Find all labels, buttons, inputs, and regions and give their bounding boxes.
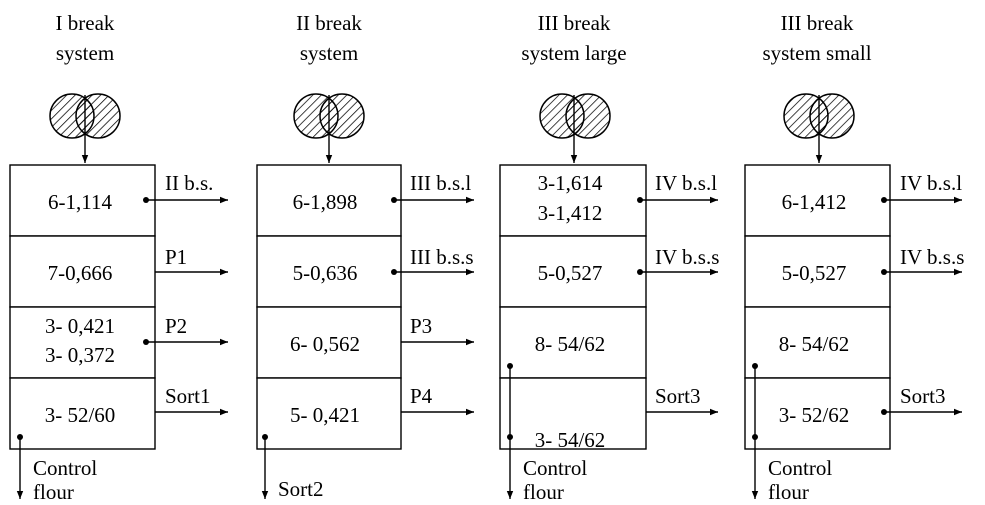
roller-pair-icon (783, 93, 855, 139)
outlet-label: Sort1 (165, 384, 211, 408)
system-4: III break system small 6-1,412 5-0,527 8… (744, 11, 964, 504)
cell-2-value: 5-0,636 (293, 261, 358, 285)
sieve-cell-2 (9, 235, 156, 308)
sieve-cell-2 (744, 235, 891, 308)
cell-1-value: 6-1,114 (48, 190, 112, 214)
system-3-title-line2: system large (521, 41, 626, 65)
cell-4-value: 5- 0,421 (290, 403, 360, 427)
roller-pair-icon (49, 93, 121, 139)
cell-3-value-line2: 3- 0,372 (45, 343, 115, 367)
cell-1-value-line1: 3-1,614 (538, 171, 603, 195)
bottom-label-line1: Control (768, 456, 832, 480)
outlet-label: P4 (410, 384, 433, 408)
cell-4-value: 3- 54/62 (535, 428, 606, 452)
sieve-cell-2 (499, 235, 647, 308)
cell-1-value: 6-1,412 (782, 190, 847, 214)
system-1-title-line1: I break (56, 11, 115, 35)
cell-4-value: 3- 52/62 (779, 403, 850, 427)
cell-3-value: 6- 0,562 (290, 332, 360, 356)
cell-2-value: 5-0,527 (538, 261, 603, 285)
sieve-cell-3 (744, 306, 891, 379)
roller-pair-icon (293, 93, 365, 139)
outlet-label: II b.s. (165, 171, 213, 195)
outlet-label: P2 (165, 314, 187, 338)
sieve-cell-3 (9, 306, 156, 379)
cell-3-value: 8- 54/62 (779, 332, 850, 356)
cell-4-value: 3- 52/60 (45, 403, 116, 427)
system-2-title-line1: II break (296, 11, 362, 35)
system-4-title-line2: system small (762, 41, 871, 65)
sieve-stack (499, 164, 647, 450)
system-1: I break system 6-1,114 7-0,666 3- 0,421 … (9, 11, 228, 504)
sieve-stack (744, 164, 891, 450)
outlet-label: P1 (165, 245, 187, 269)
outlet-label: IV b.s.s (655, 245, 719, 269)
cell-1-value: 6-1,898 (293, 190, 358, 214)
outlet-label: Sort3 (900, 384, 946, 408)
sieve-cell-4 (9, 377, 156, 450)
sieve-stack (9, 164, 156, 450)
outlet-label: P3 (410, 314, 432, 338)
sieve-cell-4 (499, 377, 647, 450)
sieve-stack (256, 164, 402, 450)
bottom-label-line2: flour (768, 480, 809, 504)
outlet-label: Sort3 (655, 384, 701, 408)
sieve-cell-2 (256, 235, 402, 308)
cell-1-value-line2: 3-1,412 (538, 201, 603, 225)
system-3: III break system large 3-1,614 3-1,412 5… (499, 11, 719, 504)
sieve-cell-3 (499, 306, 647, 379)
roller-pair-icon (539, 93, 611, 139)
bottom-label-line2: flour (33, 480, 74, 504)
outlet-label: IV b.s.s (900, 245, 964, 269)
outlet-label: III b.s.l (410, 171, 471, 195)
cell-3-value-line1: 3- 0,421 (45, 314, 115, 338)
sieve-cell-4 (256, 377, 402, 450)
sieve-cell-4 (744, 377, 891, 450)
system-4-title-line1: III break (781, 11, 854, 35)
cell-2-value: 5-0,527 (782, 261, 847, 285)
system-3-title-line1: III break (538, 11, 611, 35)
bottom-label-line1: Control (523, 456, 587, 480)
outlet-label: IV b.s.l (900, 171, 962, 195)
system-2: II break system 6-1,898 5-0,636 6- 0,562… (256, 11, 474, 501)
outlet-label: III b.s.s (410, 245, 474, 269)
sieve-cell-3 (256, 306, 402, 379)
outlet-label: IV b.s.l (655, 171, 717, 195)
cell-3-value: 8- 54/62 (535, 332, 606, 356)
bottom-label-line2: flour (523, 480, 564, 504)
bottom-label-line1: Sort2 (278, 477, 324, 501)
system-1-title-line2: system (56, 41, 114, 65)
bottom-label-line1: Control (33, 456, 97, 480)
cell-2-value: 7-0,666 (48, 261, 113, 285)
system-2-title-line2: system (300, 41, 358, 65)
